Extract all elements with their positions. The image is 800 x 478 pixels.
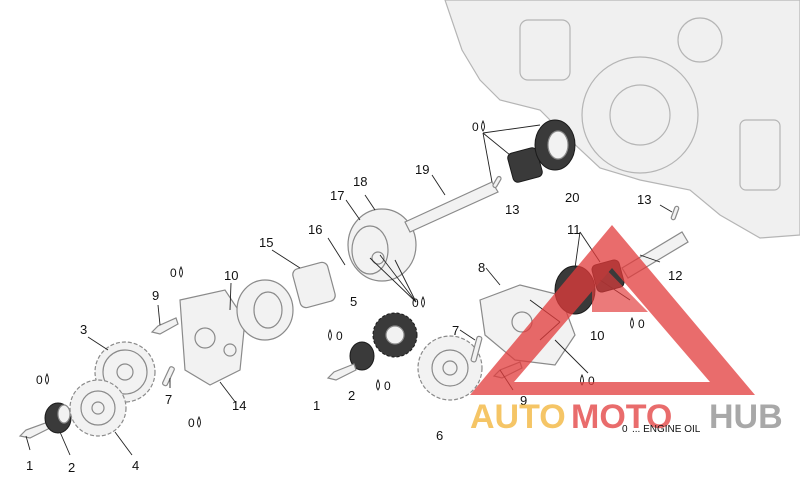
callout-13-right: 13: [637, 192, 651, 207]
svg-text:0: 0: [188, 416, 195, 430]
oil-mark: 0: [188, 415, 201, 430]
oil-drop-icon: [421, 295, 425, 308]
pump-cover-part-17-18: [347, 208, 417, 282]
callout-1-middle: 1: [313, 398, 320, 413]
rotor-pair-part-20: [507, 119, 576, 183]
bolt-part-9-left: [150, 317, 179, 335]
pin-part-7-left: [162, 366, 175, 387]
pin-part-7-middle: [470, 335, 483, 363]
oil-marks: 0 0 0 0 0 0 0 0: [36, 119, 645, 430]
oil-drop-icon: [376, 378, 380, 391]
bolt-part-1-middle: [326, 363, 357, 381]
callout-17: 17: [330, 188, 344, 203]
svg-text:0: 0: [170, 266, 177, 280]
svg-text:0: 0: [384, 379, 391, 393]
svg-text:0: 0: [472, 120, 479, 134]
shaft-part-19: [404, 181, 499, 233]
callout-3: 3: [80, 322, 87, 337]
callout-labels: 1 2 2 3 4 5 6 7 7 8 9 9 10 10 11 12 13 1…: [26, 162, 682, 475]
oil-mark: 0: [412, 295, 425, 310]
callout-9-right: 9: [520, 393, 527, 408]
oil-drop-icon: [328, 328, 332, 341]
callout-10-left: 10: [224, 268, 238, 283]
oil-drop-icon: [179, 265, 183, 278]
bolt-part-1: [18, 421, 51, 439]
svg-text:0: 0: [412, 296, 419, 310]
svg-text:0: 0: [588, 374, 595, 388]
watermark-moto: MOTO: [571, 398, 672, 436]
callout-9-left: 9: [152, 288, 159, 303]
legend: 0 ... ENGINE OIL: [622, 424, 701, 435]
housing-part-14: [179, 289, 246, 386]
gear-part-4: [69, 379, 127, 437]
callout-20: 20: [565, 190, 579, 205]
watermark-auto: AUTO: [470, 398, 566, 436]
callout-1: 1: [26, 458, 33, 473]
engine-block: [444, 0, 800, 239]
oil-drop-icon: [481, 119, 485, 132]
callout-5: 5: [350, 294, 357, 309]
svg-text:0: 0: [638, 317, 645, 331]
legend-symbol: 0: [622, 424, 628, 435]
callout-15: 15: [259, 235, 273, 250]
callout-2: 2: [68, 460, 75, 475]
oil-mark: 0: [170, 265, 183, 280]
watermark: AUTO MOTO HUB: [470, 225, 783, 436]
oil-mark: 0: [328, 328, 343, 343]
cap-part-2-middle: [349, 341, 375, 371]
watermark-triangle-icon: [470, 225, 755, 395]
oil-drop-icon: [630, 316, 634, 329]
oil-mark: 0: [376, 378, 391, 393]
callout-14: 14: [232, 398, 246, 413]
callout-10-right: 10: [590, 328, 604, 343]
oil-mark: 0: [630, 316, 645, 331]
oil-drop-icon: [45, 372, 49, 385]
gear-part-3: [94, 341, 156, 403]
callout-13-upper: 13: [505, 202, 519, 217]
gear-part-5: [372, 312, 418, 358]
callout-11: 11: [567, 222, 581, 237]
oil-drop-icon: [197, 415, 201, 428]
callout-12: 12: [668, 268, 682, 283]
callout-4: 4: [132, 458, 139, 473]
gear-part-6: [417, 335, 483, 401]
inner-rotor-part-16: [292, 261, 336, 309]
rotor-part-15: [236, 279, 294, 341]
svg-text:0: 0: [36, 373, 43, 387]
svg-text:0: 0: [336, 329, 343, 343]
callout-2-middle: 2: [348, 388, 355, 403]
callout-19: 19: [415, 162, 429, 177]
callout-7-left: 7: [165, 392, 172, 407]
oil-mark: 0: [36, 372, 49, 387]
callout-18: 18: [353, 174, 367, 189]
watermark-hub: HUB: [709, 398, 783, 436]
cap-part-2: [44, 402, 72, 434]
callout-6: 6: [436, 428, 443, 443]
pin-part-13-right: [670, 205, 680, 221]
pin-part-13-upper: [492, 175, 502, 189]
legend-text: ... ENGINE OIL: [632, 424, 701, 435]
callout-7-middle: 7: [452, 323, 459, 338]
callout-8: 8: [478, 260, 485, 275]
callout-16: 16: [308, 222, 322, 237]
oil-mark: 0: [472, 119, 485, 134]
